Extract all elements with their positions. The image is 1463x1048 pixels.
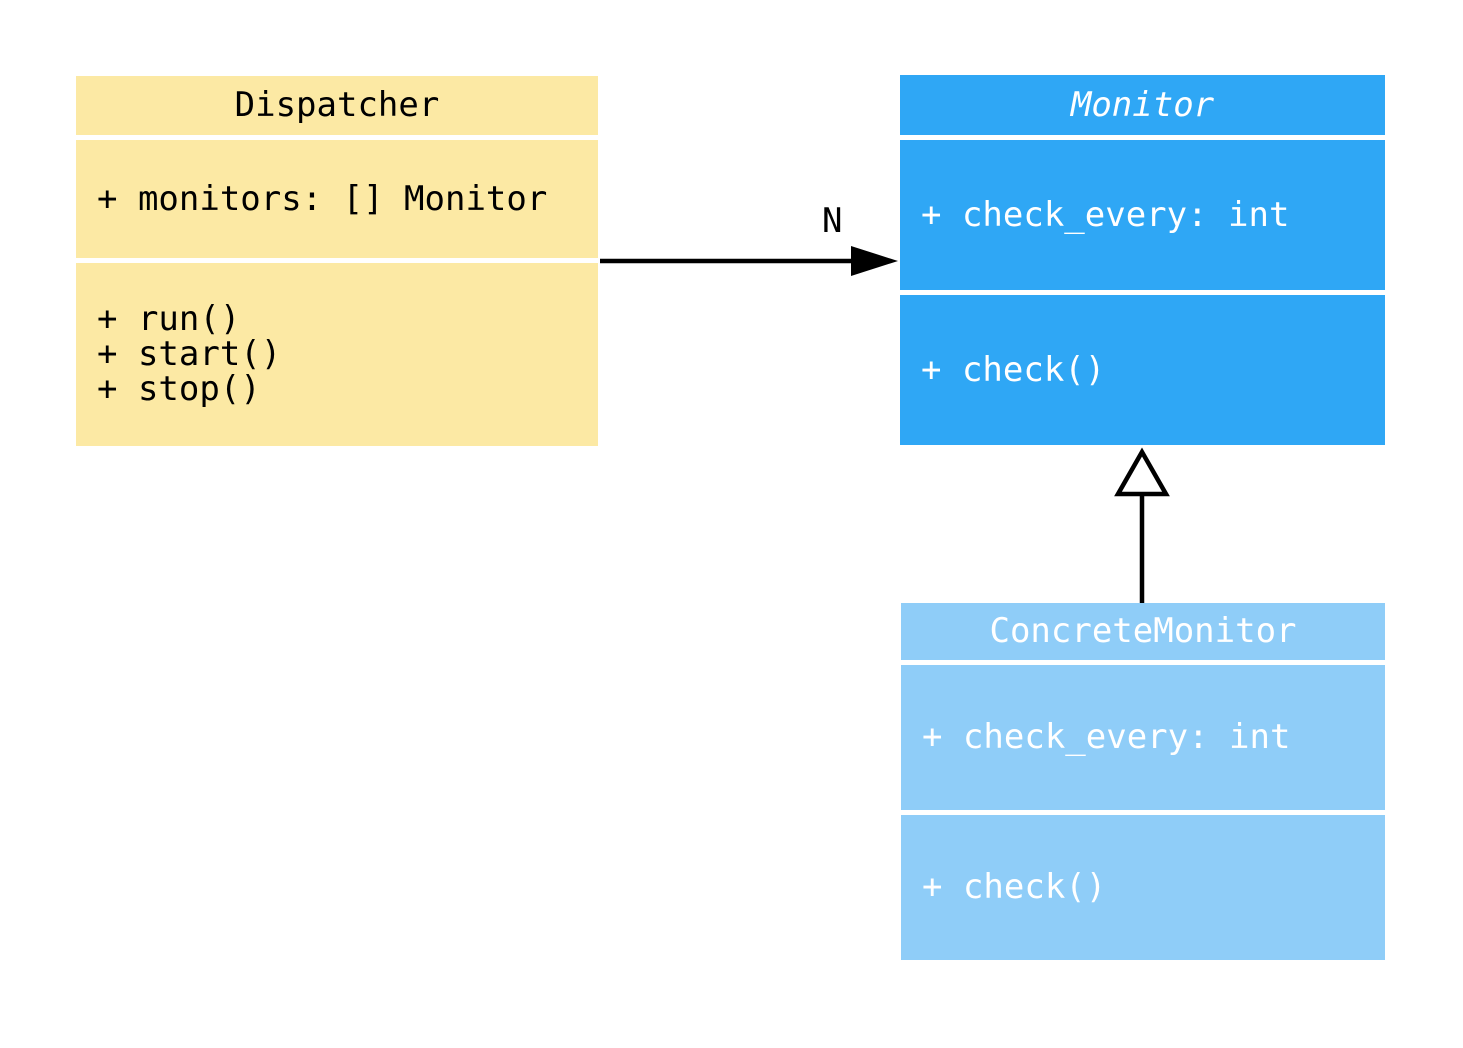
- method-check: + check(): [921, 349, 1106, 390]
- class-attributes-dispatcher: + monitors: [] Monitor: [76, 140, 598, 258]
- inheritance-triangle-icon: [1114, 447, 1170, 497]
- method-check: + check(): [922, 867, 1107, 907]
- method-run: + run(): [97, 299, 241, 339]
- class-name-concrete-monitor: ConcreteMonitor: [989, 611, 1297, 651]
- class-header-monitor: Monitor: [900, 75, 1385, 135]
- class-box-concrete-monitor: ConcreteMonitor + check_every: int + che…: [901, 603, 1385, 960]
- association-multiplicity-label: N: [822, 201, 843, 241]
- class-header-dispatcher: Dispatcher: [76, 76, 598, 135]
- class-attributes-concrete-monitor: + check_every: int: [901, 665, 1385, 810]
- class-methods-monitor: + check(): [900, 295, 1385, 445]
- class-name-monitor: Monitor: [1070, 84, 1215, 125]
- method-start: + start(): [97, 334, 282, 374]
- association-arrowhead-icon: [851, 246, 898, 276]
- class-box-dispatcher: Dispatcher + monitors: [] Monitor + run(…: [76, 76, 598, 446]
- class-attributes-monitor: + check_every: int: [900, 140, 1385, 290]
- class-methods-dispatcher: + run() + start() + stop(): [76, 263, 598, 446]
- class-box-monitor: Monitor + check_every: int + check(): [900, 75, 1385, 445]
- class-methods-concrete-monitor: + check(): [901, 815, 1385, 960]
- attribute-monitors: + monitors: [] Monitor: [97, 178, 548, 219]
- attribute-check-every: + check_every: int: [921, 194, 1290, 235]
- class-header-concrete-monitor: ConcreteMonitor: [901, 603, 1385, 660]
- method-stop: + stop(): [97, 369, 261, 409]
- attribute-check-every: + check_every: int: [922, 717, 1291, 757]
- class-name-dispatcher: Dispatcher: [234, 85, 440, 125]
